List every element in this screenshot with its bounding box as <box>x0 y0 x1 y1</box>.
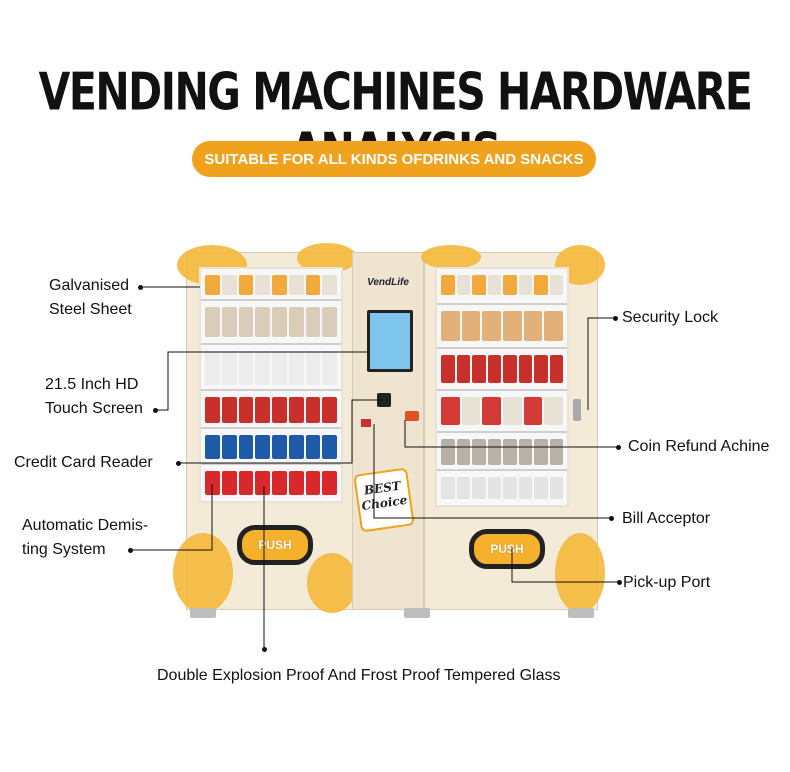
vending-machine: PUSH VendLife BEST Choice PUS <box>173 243 605 618</box>
label-security-lock: Security Lock <box>622 309 719 326</box>
left-cabinet: PUSH <box>173 243 357 613</box>
right-cabinet: PUSH <box>405 245 605 613</box>
left-glass-door <box>199 267 343 503</box>
best-choice-badge: BEST Choice <box>353 467 415 533</box>
security-lock <box>573 399 581 421</box>
label-touch-line1: 21.5 Inch HD <box>45 376 139 393</box>
label-demisting-system: Automatic Demis- ting System <box>22 514 148 562</box>
right-pickup-port[interactable]: PUSH <box>469 529 545 569</box>
center-panel: VendLife BEST Choice <box>352 252 424 610</box>
label-tempered-glass: Double Explosion Proof And Frost Proof T… <box>157 667 561 684</box>
coin-refund-unit <box>405 411 419 421</box>
label-bill-acceptor: Bill Acceptor <box>622 510 711 527</box>
label-credit-card-reader: Credit Card Reader <box>14 454 153 471</box>
label-galvanised-line1: Galvanised <box>49 277 130 294</box>
label-touch-line2: Touch Screen <box>45 400 143 417</box>
label-coin-refund: Coin Refund Achine <box>628 438 770 455</box>
label-galvanised-steel: Galvanised Steel Sheet <box>49 274 132 322</box>
label-galvanised-line2: Steel Sheet <box>49 301 132 318</box>
touch-screen[interactable] <box>367 310 413 372</box>
label-touch-screen: 21.5 Inch HD Touch Screen <box>45 373 143 421</box>
bill-acceptor <box>361 419 371 427</box>
label-pickup-port: Pick-up Port <box>623 574 711 591</box>
subtitle-badge: SUITABLE FOR ALL KINDS OFDRINKS AND SNAC… <box>192 141 596 177</box>
left-pickup-port[interactable]: PUSH <box>237 525 313 565</box>
right-glass-door <box>435 267 569 507</box>
label-demist-line1: Automatic Demis- <box>22 517 149 534</box>
label-demist-line2: ting System <box>22 541 106 558</box>
credit-card-reader <box>377 393 391 407</box>
brand-logo: VendLife <box>367 277 409 288</box>
